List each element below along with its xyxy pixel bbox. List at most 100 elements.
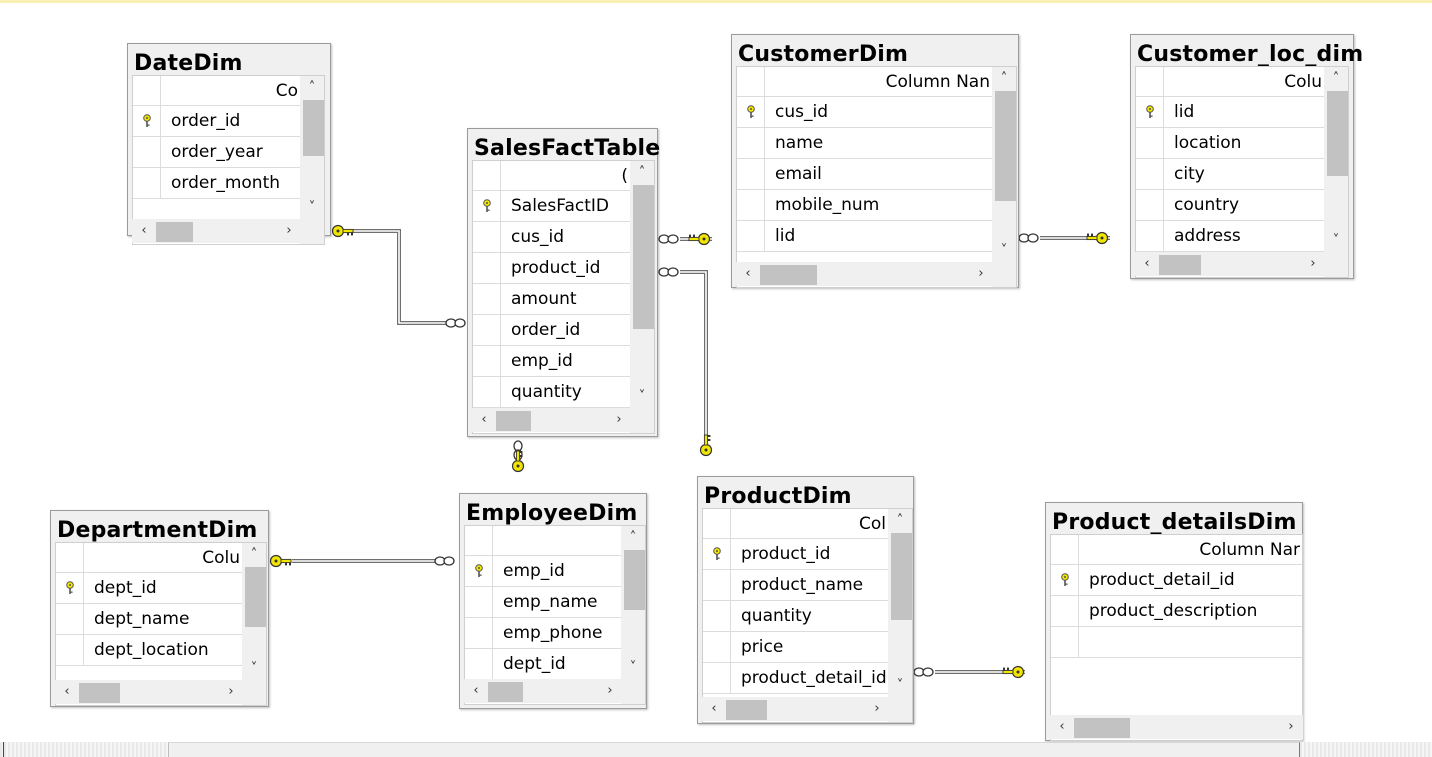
row-selector[interactable] (703, 539, 731, 569)
column-row[interactable]: product_id (473, 253, 630, 284)
vertical-scrollbar[interactable]: ˄˅ (630, 161, 654, 433)
column-row[interactable]: amount (473, 284, 630, 315)
row-selector[interactable] (1051, 627, 1079, 657)
scroll-right-arrow-icon[interactable]: › (1288, 719, 1294, 734)
scroll-thumb[interactable] (1159, 255, 1201, 275)
column-row[interactable]: product_detail_id (703, 663, 888, 694)
vertical-scrollbar[interactable]: ˄˅ (992, 67, 1016, 287)
scroll-up-arrow-icon[interactable]: ˄ (308, 80, 316, 95)
horizontal-scrollbar[interactable]: ‹› (702, 697, 889, 721)
column-row[interactable]: order_id (473, 315, 630, 346)
row-selector[interactable] (465, 587, 493, 617)
scroll-right-arrow-icon[interactable]: › (607, 683, 613, 698)
table-title[interactable]: DepartmentDim (57, 518, 258, 543)
scroll-right-arrow-icon[interactable]: › (228, 684, 234, 699)
scroll-thumb[interactable] (624, 550, 645, 610)
scroll-thumb[interactable] (995, 91, 1016, 201)
scroll-thumb[interactable] (891, 533, 912, 620)
column-row[interactable]: product_detail_id (1051, 565, 1302, 596)
column-row[interactable]: emp_id (473, 346, 630, 377)
column-row[interactable]: dept_id (465, 649, 621, 680)
table-title[interactable]: Customer_loc_dim (1137, 42, 1364, 67)
column-name-header[interactable]: Column Nar (1199, 540, 1300, 560)
row-selector[interactable] (737, 97, 765, 127)
scroll-left-arrow-icon[interactable]: ‹ (1059, 719, 1065, 734)
table-title[interactable]: EmployeeDim (466, 501, 638, 526)
column-row[interactable]: city (1136, 159, 1324, 190)
scroll-thumb[interactable] (496, 411, 531, 431)
column-row[interactable]: quantity (473, 377, 630, 408)
column-row[interactable]: address (1136, 221, 1324, 252)
row-selector[interactable] (1136, 97, 1164, 127)
column-name-header[interactable]: ( (621, 166, 628, 186)
row-selector[interactable] (703, 570, 731, 600)
scroll-down-arrow-icon[interactable]: ˅ (896, 678, 904, 693)
column-row[interactable]: SalesFactID (473, 191, 630, 222)
scroll-up-arrow-icon[interactable]: ˄ (629, 530, 637, 545)
column-row[interactable]: quantity (703, 601, 888, 632)
scroll-up-arrow-icon[interactable]: ˄ (1000, 71, 1008, 86)
row-selector[interactable] (473, 284, 501, 314)
scroll-thumb[interactable] (303, 100, 324, 156)
row-selector[interactable] (1136, 221, 1164, 251)
scroll-down-arrow-icon[interactable]: ˅ (1000, 243, 1008, 258)
column-row[interactable]: order_month (133, 168, 300, 199)
column-name-header[interactable]: Colu (1284, 72, 1322, 92)
row-selector[interactable] (737, 159, 765, 189)
scroll-down-arrow-icon[interactable]: ˅ (1332, 233, 1340, 248)
row-selector[interactable] (703, 601, 731, 631)
scroll-right-arrow-icon[interactable]: › (978, 266, 984, 281)
horizontal-scrollbar[interactable]: ‹› (1050, 715, 1303, 739)
row-selector[interactable] (473, 222, 501, 252)
scroll-up-arrow-icon[interactable]: ˄ (638, 165, 646, 180)
column-name-header[interactable]: Column Nan (885, 72, 990, 92)
row-selector[interactable] (133, 168, 161, 198)
vertical-scrollbar[interactable]: ˄˅ (888, 509, 912, 722)
horizontal-scrollbar-thumb[interactable] (168, 742, 1300, 757)
scroll-thumb[interactable] (156, 222, 193, 242)
row-selector[interactable] (1051, 565, 1079, 595)
scroll-down-arrow-icon[interactable]: ˅ (250, 661, 258, 676)
vertical-scrollbar[interactable]: ˄˅ (621, 526, 645, 704)
row-selector[interactable] (133, 137, 161, 167)
scroll-right-arrow-icon[interactable]: › (874, 701, 880, 716)
column-row[interactable]: product_description (1051, 596, 1302, 627)
column-row[interactable]: email (737, 159, 992, 190)
column-name-header[interactable]: Co (275, 81, 298, 101)
scroll-left-arrow-icon[interactable]: ‹ (1144, 256, 1150, 271)
scroll-up-arrow-icon[interactable]: ˄ (896, 513, 904, 528)
vertical-scrollbar[interactable]: ˄˅ (300, 76, 324, 244)
scroll-left-arrow-icon[interactable]: ‹ (745, 266, 751, 281)
horizontal-scrollbar[interactable]: ‹› (472, 408, 631, 432)
row-selector[interactable] (133, 106, 161, 136)
row-selector[interactable] (465, 649, 493, 679)
scroll-left-arrow-icon[interactable]: ‹ (64, 684, 70, 699)
scroll-left-arrow-icon[interactable]: ‹ (481, 412, 487, 427)
column-row[interactable]: dept_name (56, 604, 242, 635)
column-row[interactable]: country (1136, 190, 1324, 221)
horizontal-scrollbar[interactable]: ‹› (1135, 252, 1325, 276)
scroll-down-arrow-icon[interactable]: ˅ (308, 200, 316, 215)
row-selector[interactable] (473, 346, 501, 376)
table-title[interactable]: DateDim (134, 51, 243, 76)
column-name-header[interactable]: Col (859, 514, 886, 534)
horizontal-scrollbar[interactable]: ‹› (55, 680, 243, 704)
row-selector[interactable] (737, 128, 765, 158)
row-selector[interactable] (465, 556, 493, 586)
column-row[interactable]: order_year (133, 137, 300, 168)
row-selector[interactable] (703, 663, 731, 693)
row-selector[interactable] (737, 190, 765, 220)
horizontal-scrollbar[interactable]: ‹› (736, 262, 993, 286)
column-row[interactable]: emp_id (465, 556, 621, 587)
scroll-thumb[interactable] (760, 265, 817, 285)
horizontal-scrollbar[interactable] (0, 742, 1432, 757)
scroll-thumb[interactable] (633, 185, 654, 329)
column-row[interactable]: dept_location (56, 635, 242, 666)
column-row[interactable]: emp_phone (465, 618, 621, 649)
